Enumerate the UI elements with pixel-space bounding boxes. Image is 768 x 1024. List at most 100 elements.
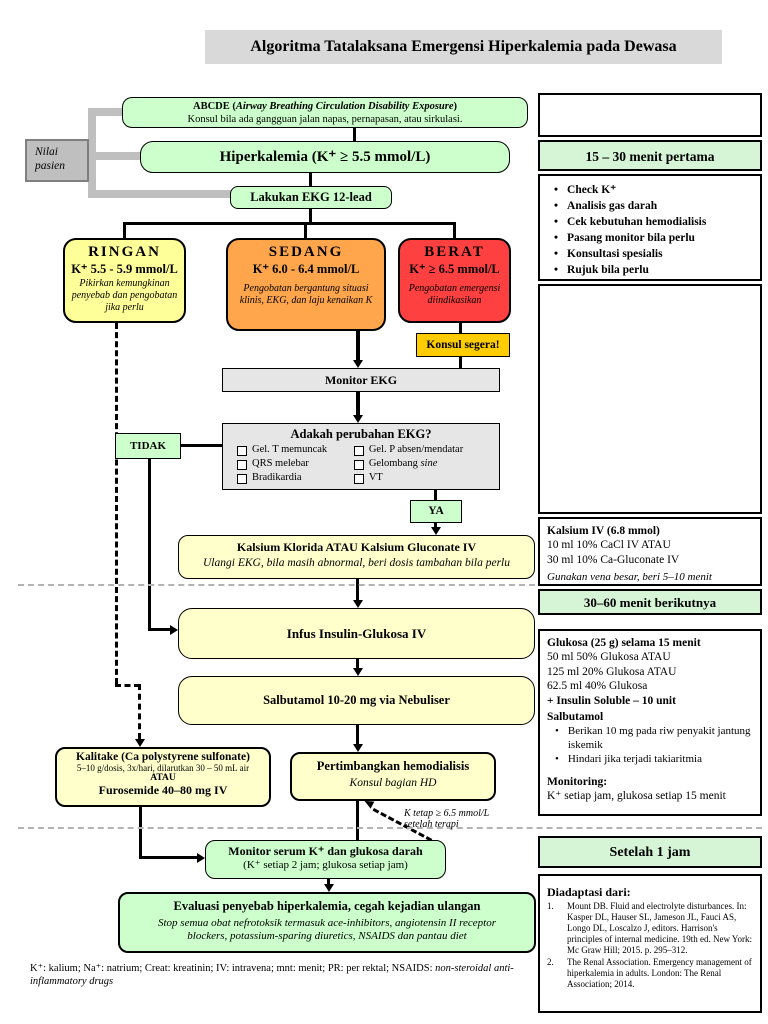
tidak-label: TIDAK [129, 440, 167, 452]
connector-line [139, 807, 142, 858]
arrowhead-down [353, 668, 363, 676]
ringan-title: RINGAN [88, 244, 161, 260]
kalsium-iv-line1: 10 ml 10% CaCl IV ATAU [547, 539, 671, 552]
ekg-change-title: Adakah perubahan EKG? [290, 427, 432, 441]
bullet-icon: • [554, 184, 559, 196]
glukosa-monitoring-note: K⁺ setiap jam, glukosa setiap 15 menit [547, 789, 726, 802]
feedback-line1: K tetap ≥ 6.5 mmol/L [404, 808, 490, 819]
connector-line [356, 331, 360, 362]
ekg12-box: Lakukan EKG 12-lead [230, 186, 392, 209]
stage-divider [18, 827, 762, 829]
abcde-title: ABCDE ( [192, 101, 236, 112]
monitor-ekg-box: Monitor EKG [222, 368, 500, 392]
sidebar-empty-middle [538, 284, 762, 514]
sidebar-header-label: Setelah 1 jam [609, 845, 691, 860]
ekg-change-item: Gel. P absen/mendatar [353, 444, 491, 456]
footnote-text: K⁺: kalium; Na⁺: natrium; Creat: kreatin… [30, 963, 436, 974]
connector-line [353, 127, 356, 141]
kalitake-title: Kalitake (Ca polystyrene sulfonate) [76, 751, 250, 763]
sedang-title: SEDANG [268, 244, 344, 260]
connector-gray-top [88, 108, 124, 116]
monitor-serum-title: Monitor serum K⁺ dan glukosa darah [228, 844, 423, 858]
reference-number: 1. [547, 901, 554, 911]
infus-box: Infus Insulin-Glukosa IV [178, 608, 535, 659]
hd-title: Pertimbangkan hemodialisis [316, 759, 470, 773]
evaluasi-box: Evaluasi penyebab hiperkalemia, cegah ke… [118, 892, 536, 953]
checklist-item: •Pasang monitor bila perlu [554, 230, 754, 246]
infus-label: Infus Insulin-Glukosa IV [286, 626, 427, 641]
sidebar-kalsium-iv-box: Kalsium IV (6.8 mmol) 10 ml 10% CaCl IV … [538, 517, 762, 586]
kalsium-iv-note: Gunakan vena besar, beri 5–10 menit [547, 571, 712, 584]
ekg-change-item: Bradikardia [237, 472, 354, 484]
ringan-range: K⁺ 5.5 - 5.9 mmol/L [71, 262, 178, 276]
ringan-note: Pikirkan kemungkinan penyebab dan pengob… [71, 278, 178, 313]
hiperkalemia-box: Hiperkalemia (K⁺ ≥ 5.5 mmol/L) [140, 141, 510, 173]
evaluasi-title: Evaluasi penyebab hiperkalemia, cegah ke… [173, 899, 481, 913]
kalsium-title: Kalsium Klorida ATAU Kalsium Gluconate I… [236, 540, 477, 554]
berat-note: Pengobatan emergensi diindikasikan [408, 283, 501, 306]
connector-line [123, 222, 126, 238]
kalsium-note: Ulangi EKG, bila masih abnormal, beri do… [203, 557, 510, 569]
sidebar-checklist-box: •Check K⁺ •Analisis gas darah •Cek kebut… [538, 174, 762, 281]
page-title: Algoritma Tatalaksana Emergensi Hiperkal… [205, 30, 722, 64]
glukosa-title: Glukosa (25 g) selama 15 menit [547, 637, 701, 649]
reference-item: 2. The Renal Association. Emergency mana… [547, 956, 753, 990]
connector-line [356, 725, 359, 745]
ya-label: YA [428, 505, 444, 517]
ekg-item-label: Bradikardia [252, 472, 302, 483]
abcde-title-close: ) [453, 101, 458, 112]
hemodialisis-box: Pertimbangkan hemodialisis Konsul bagian… [290, 752, 496, 801]
glukosa-line2: 125 ml 20% Glukosa ATAU [547, 665, 677, 678]
checklist-item: •Analisis gas darah [554, 198, 754, 214]
reference-text: The Renal Association. Emergency managem… [567, 957, 752, 989]
ekg-item-label: Gel. T memuncak [252, 444, 328, 455]
kalsium-iv-line2: 30 ml 10% Ca-Gluconate IV [547, 553, 680, 566]
connector-line [453, 222, 456, 238]
connector-line [459, 357, 462, 368]
reference-number: 2. [547, 957, 554, 967]
connector-dashed [115, 684, 140, 687]
checkbox-icon [237, 474, 247, 484]
checklist-item: •Rujuk bila perlu [554, 262, 754, 278]
checkbox-icon [353, 474, 364, 484]
checklist-label: Konsultasi spesialis [567, 248, 663, 260]
arrowhead-down [353, 415, 363, 423]
footnote: K⁺: kalium; Na⁺: natrium; Creat: kreatin… [30, 962, 528, 988]
ekg-item-text-italic: sine [420, 458, 438, 469]
checklist-label: Cek kebutuhan hemodialisis [567, 216, 707, 228]
glukosa-monitoring-title: Monitoring: [547, 775, 608, 788]
ekg-item-label: Gelombang sine [369, 458, 438, 469]
monitor-ekg-label: Monitor EKG [324, 373, 398, 387]
connector-line [356, 579, 359, 601]
hd-note: Konsul bagian HD [349, 777, 437, 789]
tidak-box: TIDAK [115, 433, 181, 459]
glukosa-bullet: • Hindari jika terjadi takiaritmia [547, 753, 753, 767]
checklist-item: •Check K⁺ [554, 182, 754, 198]
checkbox-icon [237, 460, 247, 470]
connector-gray-middle [70, 152, 142, 160]
ekg-change-item: Gel. T memuncak [237, 444, 354, 456]
bullet-icon: • [554, 248, 559, 260]
checklist-label: Rujuk bila perlu [567, 264, 649, 276]
ringan-box: RINGAN K⁺ 5.5 - 5.9 mmol/L Pikirkan kemu… [63, 238, 186, 323]
glukosa-bullet-label: Hindari jika terjadi takiaritmia [567, 752, 702, 765]
feedback-label: K tetap ≥ 6.5 mmol/L setelah terapi [404, 808, 519, 830]
salbutamol-label: Salbutamol 10-20 mg via Nebuliser [263, 693, 450, 707]
berat-box: BERAT K⁺ ≥ 6.5 mmol/L Pengobatan emergen… [398, 238, 511, 323]
sidebar-header-label: 15 – 30 menit pertama [585, 149, 715, 164]
bullet-icon: • [555, 752, 559, 765]
bullet-icon: • [554, 216, 559, 228]
ekg-item-label: VT [368, 472, 383, 483]
arrowhead-down [431, 527, 441, 535]
ekg-change-item: VT [353, 472, 491, 484]
sedang-box: SEDANG K⁺ 6.0 - 6.4 mmol/L Pengobatan be… [226, 238, 386, 331]
arrowhead-down [324, 884, 334, 892]
bullet-icon: • [554, 232, 559, 244]
ekg-item-text: Gelombang [368, 458, 421, 469]
checklist-label: Analisis gas darah [567, 200, 658, 212]
bullet-icon: • [555, 725, 559, 738]
sidebar-empty-top [538, 93, 762, 137]
arrowhead-down [353, 360, 363, 368]
glukosa-line3: 62.5 ml 40% Glukosa [547, 680, 648, 693]
glukosa-insulin: + Insulin Soluble – 10 unit [547, 694, 676, 707]
